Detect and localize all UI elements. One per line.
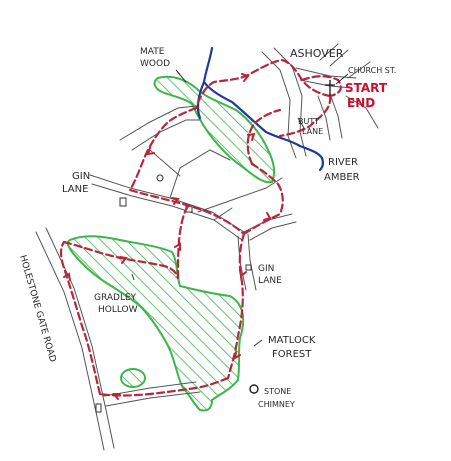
forest-gradley-hollow: [66, 235, 245, 412]
label-butt-lane-2: LANE: [302, 127, 323, 136]
label-stone-chimney-2: CHIMNEY: [258, 400, 295, 409]
road-centre-link: [169, 149, 231, 199]
label-gin-lane-west-2: LANE: [62, 184, 88, 195]
forest-small-copse: [120, 368, 146, 388]
circle-marker-icon: [249, 384, 259, 394]
label-end: END: [347, 96, 375, 110]
road-east-b: [329, 49, 349, 67]
road-south-lane-b: [105, 391, 201, 407]
road-middle-a: [119, 105, 197, 141]
label-gin-lane-west: GIN: [72, 171, 90, 182]
route-arrows: [63, 73, 272, 400]
label-church-st: CHURCH ST.: [348, 66, 396, 75]
road-ashover-1: [261, 51, 297, 159]
building-markers: [95, 174, 252, 413]
road-middle-b: [131, 119, 201, 151]
label-stone-chimney: STONE: [264, 387, 291, 396]
cross-icon: [325, 80, 335, 96]
walk-route: [59, 58, 342, 397]
label-holestone-gate-road: HOLESTONE GATE ROAD: [17, 254, 57, 363]
label-gradley-hollow: GRADLEY: [94, 293, 137, 303]
label-gin-lane-south: GIN: [258, 264, 274, 274]
road-stub-1: [149, 149, 181, 177]
label-gradley-hollow-2: HOLLOW: [98, 305, 138, 315]
road-cross-link: [197, 177, 283, 213]
label-ashover: ASHOVER: [290, 47, 344, 60]
label-leaders: [131, 69, 349, 347]
label-river-amber: RIVER: [328, 157, 358, 168]
road-butt-lane-b: [329, 93, 343, 139]
label-gin-lane-south-2: LANE: [258, 276, 282, 286]
label-mate-wood: MATE: [140, 47, 165, 57]
road-east-c: [347, 61, 371, 79]
label-start: START: [345, 81, 388, 95]
road-ashover-2: [273, 47, 307, 157]
road-gin-lane-west-b: [91, 183, 243, 241]
road-butt-lane-a: [317, 95, 331, 141]
road-ne-a: [243, 213, 293, 233]
label-river-amber-2: AMBER: [324, 172, 360, 183]
road-ne-b: [249, 221, 297, 241]
road-gin-lane-south-b: [247, 233, 257, 291]
label-matlock-forest-2: FOREST: [272, 349, 312, 360]
road-east-d: [345, 95, 379, 129]
forest-areas: [66, 75, 276, 412]
road-holestone-gate-west: [35, 231, 105, 451]
label-mate-wood-2: WOOD: [140, 59, 170, 69]
label-butt-lane: BUTT: [298, 117, 319, 126]
road-east-a: [319, 43, 339, 61]
forest-mate-wood: [153, 75, 276, 184]
road-holestone-gate-east: [45, 227, 115, 449]
road-stub-2: [213, 207, 233, 221]
label-matlock-forest: MATLOCK: [268, 335, 316, 346]
